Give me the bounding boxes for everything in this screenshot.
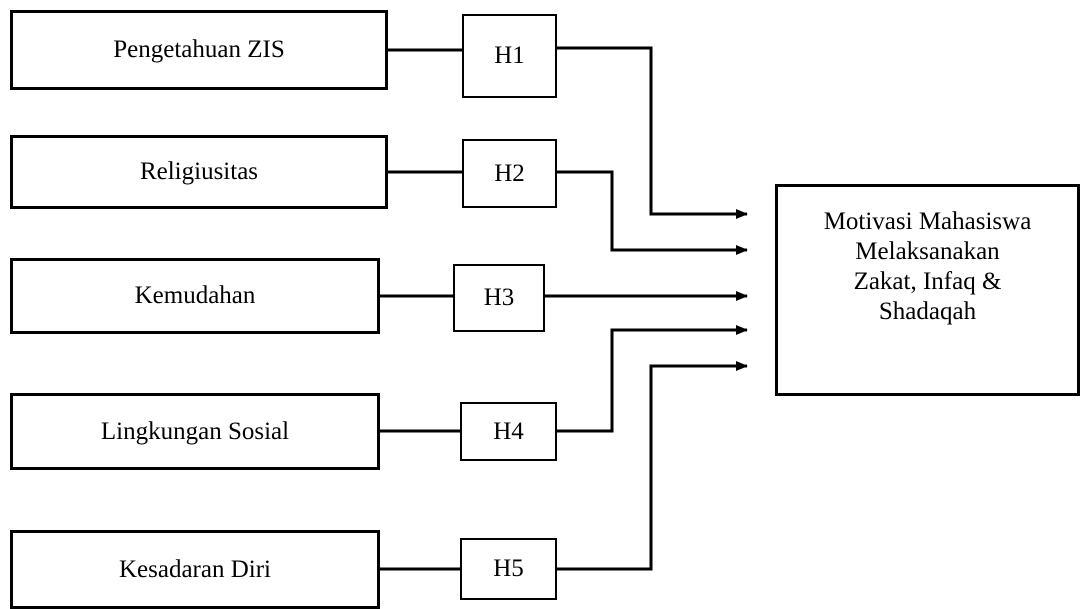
variable-box-pengetahuan-zis: Pengetahuan ZIS [10, 10, 388, 90]
arrow-h4-outcome [557, 325, 748, 433]
variable-box-lingkungan-sosial: Lingkungan Sosial [10, 393, 380, 470]
hypothesis-box-h5: H5 [460, 538, 557, 600]
hypothesis-label: H5 [493, 555, 524, 582]
variable-box-kemudahan: Kemudahan [10, 258, 380, 334]
research-model-diagram: Pengetahuan ZIS Religiusitas Kemudahan L… [10, 10, 1080, 609]
variable-label: Pengetahuan ZIS [113, 36, 285, 63]
variable-label: Kesadaran Diri [118, 555, 271, 583]
hypothesis-label: H4 [493, 417, 524, 445]
outcome-label-line-3: Zakat, Infaq & [853, 268, 1002, 295]
arrow-h2-outcome [557, 170, 748, 255]
hypothesis-label: H2 [494, 159, 525, 187]
outcome-label-line-2: Melaksanakan [855, 238, 1000, 265]
variable-label: Kemudahan [134, 282, 256, 309]
arrow-h5-outcome [557, 361, 748, 571]
arrow-h1-outcome [557, 46, 748, 219]
outcome-label-line-1: Motivasi Mahasiswa [823, 208, 1032, 235]
hypothesis-box-h1: H1 [462, 14, 557, 98]
variable-label: Lingkungan Sosial [100, 417, 290, 445]
hypothesis-label: H3 [483, 284, 515, 311]
hypothesis-label: H1 [494, 42, 525, 69]
outcome-label-line-4: Shadaqah [878, 298, 977, 325]
hypothesis-box-h4: H4 [460, 402, 557, 461]
hypothesis-box-h2: H2 [462, 139, 557, 208]
outcome-box: Motivasi Mahasiswa Melaksanakan Zakat, I… [775, 184, 1080, 396]
variable-label: Religiusitas [139, 158, 259, 185]
variable-box-religiusitas: Religiusitas [10, 135, 388, 209]
connector-lines [380, 46, 748, 571]
variable-box-kesadaran-diri: Kesadaran Diri [10, 530, 380, 609]
hypothesis-box-h3: H3 [453, 264, 545, 332]
